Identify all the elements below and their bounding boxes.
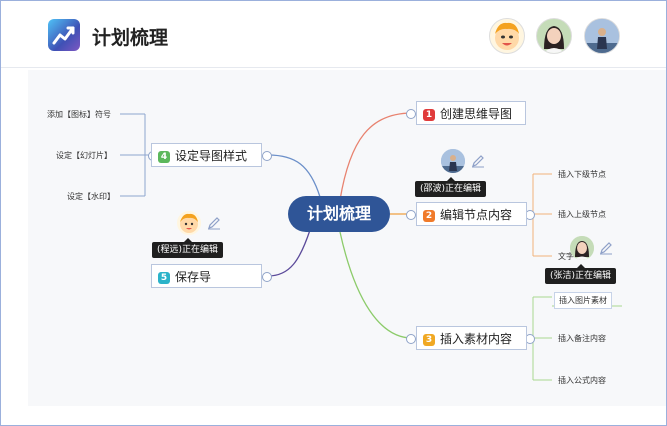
collaborator-avatar <box>177 211 201 235</box>
central-topic[interactable]: 计划梳理 <box>288 196 390 232</box>
branch-node-create[interactable]: 1 创建思维导图 <box>416 101 526 125</box>
child-node[interactable]: 设定【幻灯片】 <box>56 151 112 160</box>
pencil-icon <box>471 153 485 168</box>
number-badge: 5 <box>158 272 170 284</box>
pencil-icon <box>207 215 221 230</box>
collaborator-avatar <box>570 236 594 260</box>
child-node[interactable]: 插入公式内容 <box>558 376 606 385</box>
child-node[interactable]: 插入上级节点 <box>558 210 606 219</box>
collaborator-avatar <box>441 149 465 173</box>
branch-handle[interactable] <box>406 334 416 344</box>
number-badge: 1 <box>423 109 435 121</box>
node-label: 插入素材内容 <box>440 332 513 346</box>
child-node[interactable]: 插入备注内容 <box>558 334 606 343</box>
editing-tooltip: (邵波)正在编辑 <box>415 177 487 197</box>
user-avatar-man[interactable] <box>584 18 620 54</box>
app-logo-icon <box>48 19 80 51</box>
app-title: 计划梳理 <box>92 27 169 49</box>
editing-tooltip: (张洁)正在编辑 <box>545 264 617 284</box>
pencil-icon <box>599 240 613 255</box>
branch-node-save[interactable]: 5 保存导 <box>151 264 262 288</box>
node-label: 保存导 <box>175 270 212 284</box>
child-node-selected[interactable]: 插入图片素材 <box>554 292 612 309</box>
child-node[interactable]: 设定【水印】 <box>67 192 115 201</box>
branch-node-style[interactable]: 4 设定导图样式 <box>151 143 262 167</box>
node-label: 编辑节点内容 <box>440 208 513 222</box>
mindmap-canvas[interactable] <box>28 70 666 406</box>
branch-handle[interactable] <box>406 109 416 119</box>
number-badge: 2 <box>423 210 435 222</box>
user-avatar-woman[interactable] <box>536 18 572 54</box>
node-label: 设定导图样式 <box>175 149 248 163</box>
child-node[interactable]: 添加【图标】符号 <box>47 110 111 119</box>
branch-node-edit[interactable]: 2 编辑节点内容 <box>416 202 527 226</box>
number-badge: 4 <box>158 151 170 163</box>
child-node[interactable]: 插入下级节点 <box>558 170 606 179</box>
branch-handle[interactable] <box>406 210 416 220</box>
branch-node-material[interactable]: 3 插入素材内容 <box>416 326 527 350</box>
child-node[interactable]: 文字 <box>558 252 574 261</box>
cartoon-avatar[interactable] <box>489 18 525 54</box>
branch-handle[interactable] <box>262 272 272 282</box>
top-bar: 计划梳理 <box>1 1 666 68</box>
node-label: 创建思维导图 <box>440 107 513 121</box>
branch-handle[interactable] <box>262 151 272 161</box>
editing-tooltip: (程远)正在编辑 <box>152 238 224 258</box>
number-badge: 3 <box>423 334 435 346</box>
